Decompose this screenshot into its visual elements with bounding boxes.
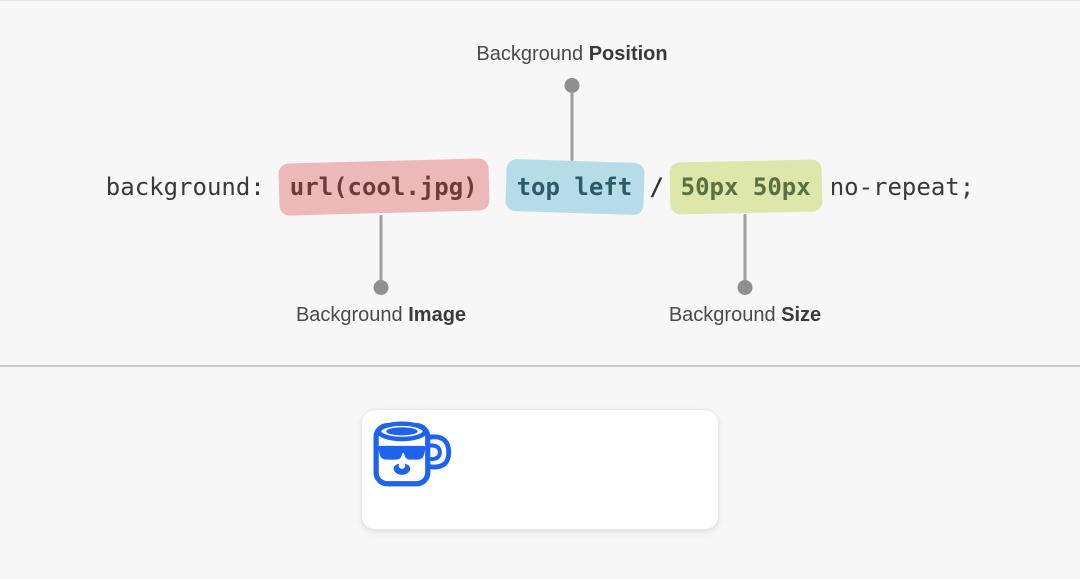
background-image-label: Background Image	[296, 304, 466, 327]
code-property: background:	[105, 173, 265, 201]
background-size-label-bold: Size	[781, 304, 822, 326]
background-size-label-prefix: Background	[668, 304, 776, 326]
cool-mug-icon	[373, 421, 452, 487]
code-size-value: 50px 50px	[669, 159, 823, 215]
image-connector-line	[379, 215, 383, 281]
background-position-label-bold: Position	[588, 43, 668, 65]
background-position-label: Background Position	[476, 43, 667, 66]
background-image-label-prefix: Background	[295, 304, 403, 326]
position-connector-line	[570, 91, 574, 161]
code-repeat-value: no-repeat;	[829, 173, 975, 201]
background-size-label: Background Size	[669, 304, 821, 327]
css-shorthand-diagram: Background Position background: url(cool…	[0, 1, 1080, 367]
position-connector-dot	[564, 78, 580, 93]
image-connector-dot	[373, 280, 389, 295]
background-position-label-prefix: Background	[476, 43, 584, 65]
code-separator: /	[649, 173, 664, 201]
code-line: background: url(cool.jpg) top left / 50p…	[0, 158, 1080, 216]
code-position-value: top left	[504, 158, 644, 216]
background-image-label-bold: Image	[408, 304, 467, 326]
size-connector-line	[743, 214, 747, 281]
code-image-value: url(cool.jpg)	[278, 158, 490, 216]
size-connector-dot	[737, 280, 753, 295]
demo-preview-card	[361, 409, 719, 530]
